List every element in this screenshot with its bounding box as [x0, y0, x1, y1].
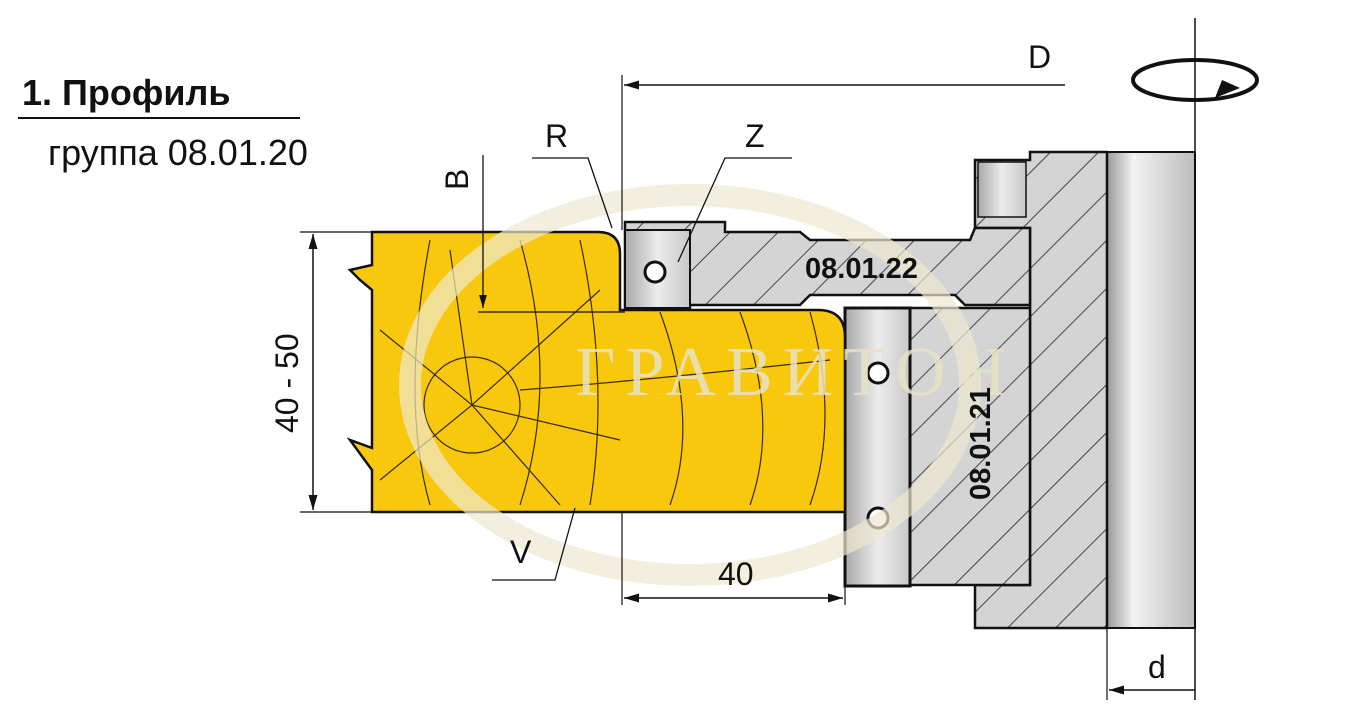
wood-grain [379, 239, 831, 506]
Z-leader-line [677, 157, 792, 263]
upper-cutter-code: 08.01.22 [805, 253, 918, 285]
B-label: B [439, 169, 475, 190]
R-leader-line [532, 157, 613, 229]
R-label: R [545, 118, 568, 154]
lower-cutter-code: 08.01.21 [965, 387, 997, 500]
rotation-direction-icon [1131, 58, 1259, 102]
Z-label: Z [745, 118, 765, 154]
height-label: 40 - 50 [269, 333, 305, 433]
lower-screw-hole-1 [866, 361, 890, 385]
svg-text:ГРАВИТОН: ГРАВИТОН [575, 334, 1016, 411]
group-label: группа 08.01.20 [48, 132, 308, 173]
shaft [1106, 151, 1196, 629]
V-leader-line [492, 507, 576, 581]
hub-key [977, 161, 1027, 218]
upper-screw-hole [643, 260, 667, 284]
d-label: d [1148, 649, 1166, 685]
section-title: 1. Профиль [22, 72, 231, 113]
width-label: 40 [718, 556, 754, 592]
watermark: ГРАВИТОН [399, 184, 1016, 586]
V-label: V [510, 534, 532, 570]
D-label: D [1028, 39, 1051, 75]
